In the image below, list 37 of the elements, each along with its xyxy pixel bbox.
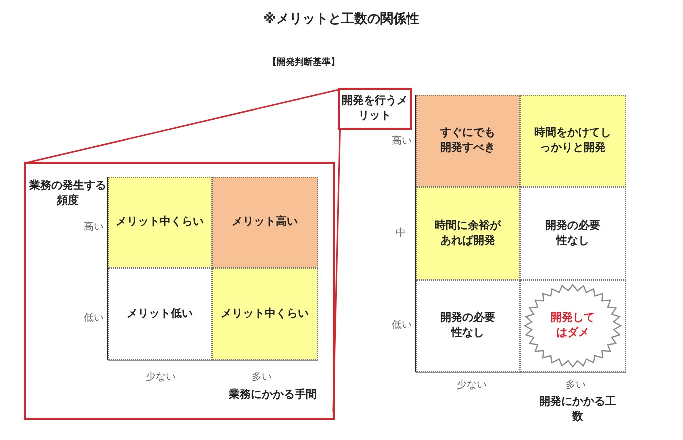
zoom-line (332, 130, 341, 412)
cell-text: 時間に余裕があれば開発 (434, 218, 502, 248)
axis-title: 業務にかかる手間 (228, 387, 318, 402)
matrix-cell (416, 95, 520, 187)
matrix-cell (108, 268, 212, 360)
callout-text: 開発を行うメリット (341, 94, 409, 124)
matrix-cell (108, 177, 212, 268)
callout-box (338, 88, 412, 130)
zoom-panel (24, 162, 335, 420)
axis-tick-label: 高い (84, 220, 104, 234)
matrix-cell (416, 187, 520, 280)
cell-text: メリット低い (126, 306, 194, 322)
matrix-cell (416, 280, 520, 372)
cell-text: 開発の必要性なし (440, 311, 496, 341)
axis-tick-label: 多い (252, 371, 272, 384)
matrix-cell (212, 177, 318, 268)
axis-tick-label: 高い (392, 134, 412, 148)
cell-text: メリット中くらい (221, 306, 309, 322)
cell-text: メリット高い (231, 215, 299, 230)
matrix-cell (520, 95, 626, 187)
cell-text: すぐにでも開発すべき (440, 126, 496, 156)
axis-tick-label: 少ない (146, 370, 176, 384)
axis-tick-label: 低い (392, 319, 412, 332)
axis-title: 開発にかかる工数 (538, 394, 618, 424)
axis-title: 業務の発生する頻度 (28, 178, 108, 208)
cell-text: 開発の必要性なし (544, 218, 602, 248)
cell-text: 時間をかけてしっかりと開発 (534, 126, 612, 156)
axis-tick-label: 中 (396, 226, 406, 240)
axis-tick-label: 多い (566, 379, 586, 392)
cell-text: メリット中くらい (116, 215, 204, 230)
subtitle: 【開発判断基準】 (268, 56, 340, 69)
matrix-cell (520, 187, 626, 280)
matrix-cell (212, 268, 318, 360)
title: ※メリットと工数の関係性 (262, 11, 420, 28)
cell-text: 開発してはダメ (550, 311, 596, 341)
axis-tick-label: 少ない (457, 378, 487, 392)
axis-tick-label: 低い (84, 312, 104, 325)
